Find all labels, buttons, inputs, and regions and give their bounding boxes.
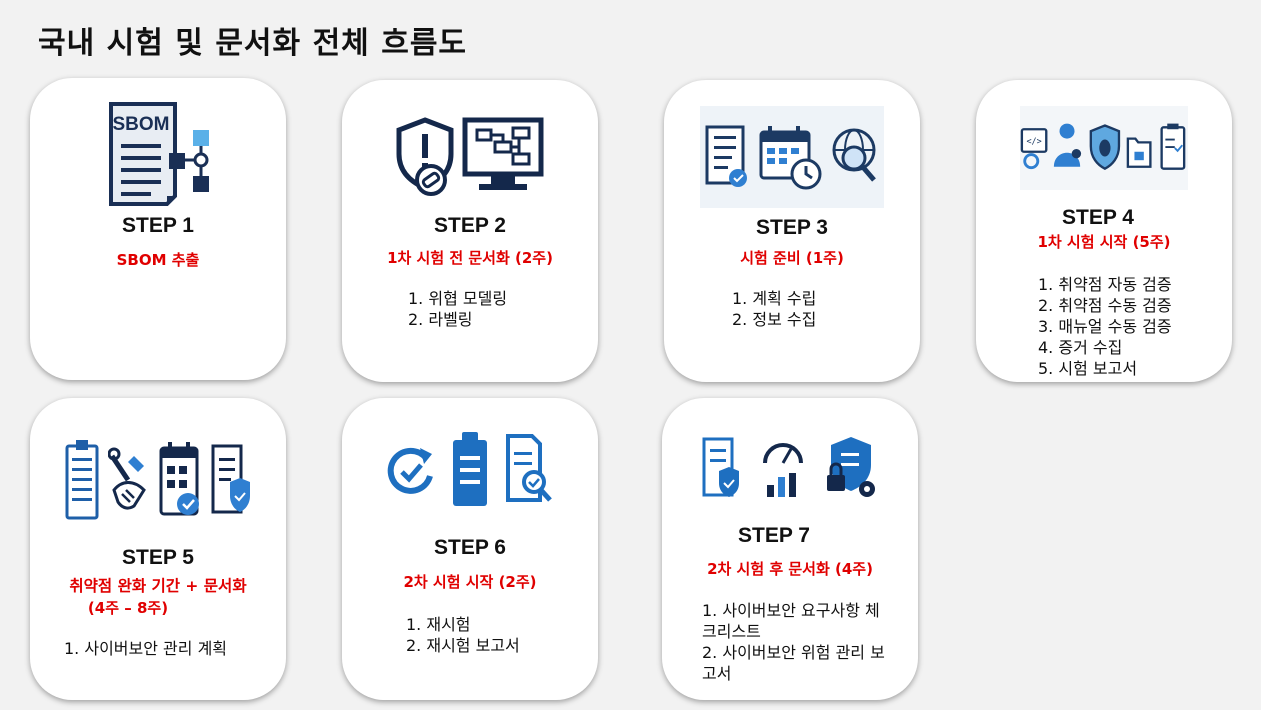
person-gear-icon xyxy=(1054,123,1082,167)
list-item: 1. 취약점 자동 검증 xyxy=(1038,275,1172,294)
step-item-list: 1. 재시험 2. 재시험 보고서 xyxy=(406,614,520,656)
list-item: 5. 시험 보고서 xyxy=(1038,359,1138,378)
bug-shield-icon xyxy=(1089,124,1121,170)
step-card-2: STEP 2 1차 시험 전 문서화 (2주) 1. 위협 모델링 2. 라벨링 xyxy=(342,80,598,382)
step-card-1: SBOM STEP 1 SBOM 추출 xyxy=(30,78,286,380)
clipboard-icon xyxy=(453,432,487,506)
list-item: 1. 계획 수립 xyxy=(732,289,817,308)
list-item: 3. 매뉴얼 수동 검증 xyxy=(1038,317,1172,336)
step-subtitle: 취약점 완화 기간 + 문서화 xyxy=(69,577,247,595)
sbom-icon-text: SBOM xyxy=(113,114,170,135)
handshake-tools-icon xyxy=(108,447,146,510)
clipboard-check-icon xyxy=(1160,123,1186,170)
calendar-check-icon xyxy=(159,442,199,516)
document-shield-icon xyxy=(211,444,250,514)
step-card-5: STEP 5 취약점 완화 기간 + 문서화 (4주 – 8주) 1. 사이버보… xyxy=(30,398,286,700)
step-subtitle-duration: (4주 – 8주) xyxy=(87,599,169,617)
page-title: 국내 시험 및 문서화 전체 흐름도 xyxy=(38,26,468,61)
step-card-7: STEP 7 2차 시험 후 문서화 (4주) 1. 사이버보안 요구사항 체크… xyxy=(662,398,918,700)
step-label: STEP 4 xyxy=(1062,206,1134,229)
list-item: 2. 라벨링 xyxy=(408,310,473,329)
step-item-list: 1. 계획 수립 2. 정보 수집 xyxy=(732,288,816,330)
step-label: STEP 1 xyxy=(122,214,194,237)
step-item-list: 1. 위협 모델링 2. 라벨링 xyxy=(408,288,507,330)
list-item: 4. 증거 수집 xyxy=(1038,338,1123,357)
monitor-diagram-icon xyxy=(462,117,544,190)
code-window-icon: </> xyxy=(1020,128,1048,170)
sbom-document-icon: SBOM xyxy=(30,100,286,208)
calendar-clock-icon xyxy=(759,126,822,190)
globe-search-icon xyxy=(832,128,876,182)
document-search-icon xyxy=(506,434,552,502)
step-subtitle: 시험 준비 (1주) xyxy=(740,249,844,267)
step-item-list: 1. 사이버보안 요구사항 체크리스트 2. 사이버보안 위험 관리 보고서 xyxy=(702,600,902,684)
step-item-list: 1. 취약점 자동 검증 2. 취약점 수동 검증 3. 매뉴얼 수동 검증 4… xyxy=(1038,274,1172,379)
step-label: STEP 5 xyxy=(122,546,194,569)
step-subtitle: 2차 시험 시작 (2주) xyxy=(403,573,537,591)
step-item-list: 1. 사이버보안 관리 계획 xyxy=(64,638,227,659)
step-subtitle: 1차 시험 시작 (5주) xyxy=(1037,233,1171,251)
step-subtitle: 2차 시험 후 문서화 (4주) xyxy=(707,560,873,578)
step-card-4: </> STEP 4 1차 시험 시작 (5주) 1. 취약점 자동 검증 2.… xyxy=(976,80,1232,382)
step-card-3: STEP 3 시험 준비 (1주) 1. 계획 수립 2. 정보 수집 xyxy=(664,80,920,382)
step-label: STEP 2 xyxy=(434,214,506,237)
step-card-6: STEP 6 2차 시험 시작 (2주) 1. 재시험 2. 재시험 보고서 xyxy=(342,398,598,700)
lock-shield-gear-icon xyxy=(827,437,875,497)
list-item: 1. 사이버보안 관리 계획 xyxy=(64,639,228,658)
list-item: 2. 정보 수집 xyxy=(732,310,817,329)
document-shield-icon xyxy=(702,437,739,497)
svg-text:</>: </> xyxy=(1026,136,1041,146)
shield-alert-icon xyxy=(396,117,454,196)
step-label: STEP 6 xyxy=(434,536,506,559)
folder-lock-icon xyxy=(1126,137,1152,168)
list-item: 1. 재시험 xyxy=(406,615,471,634)
list-item: 1. 사이버보안 요구사항 체크리스트 xyxy=(702,601,880,641)
clipboard-list-icon xyxy=(65,440,99,520)
list-item: 2. 사이버보안 위험 관리 보고서 xyxy=(702,643,885,683)
checklist-doc-icon xyxy=(705,125,747,187)
list-item: 1. 위협 모델링 xyxy=(408,289,508,308)
refresh-check-icon xyxy=(387,447,433,494)
step-subtitle: 1차 시험 전 문서화 (2주) xyxy=(387,249,553,267)
list-item: 2. 재시험 보고서 xyxy=(406,636,520,655)
step-label: STEP 3 xyxy=(756,216,828,239)
step-label: STEP 7 xyxy=(738,524,810,547)
gauge-chart-icon xyxy=(763,443,803,497)
list-item: 2. 취약점 수동 검증 xyxy=(1038,296,1172,315)
step-subtitle: SBOM 추출 xyxy=(116,251,200,269)
